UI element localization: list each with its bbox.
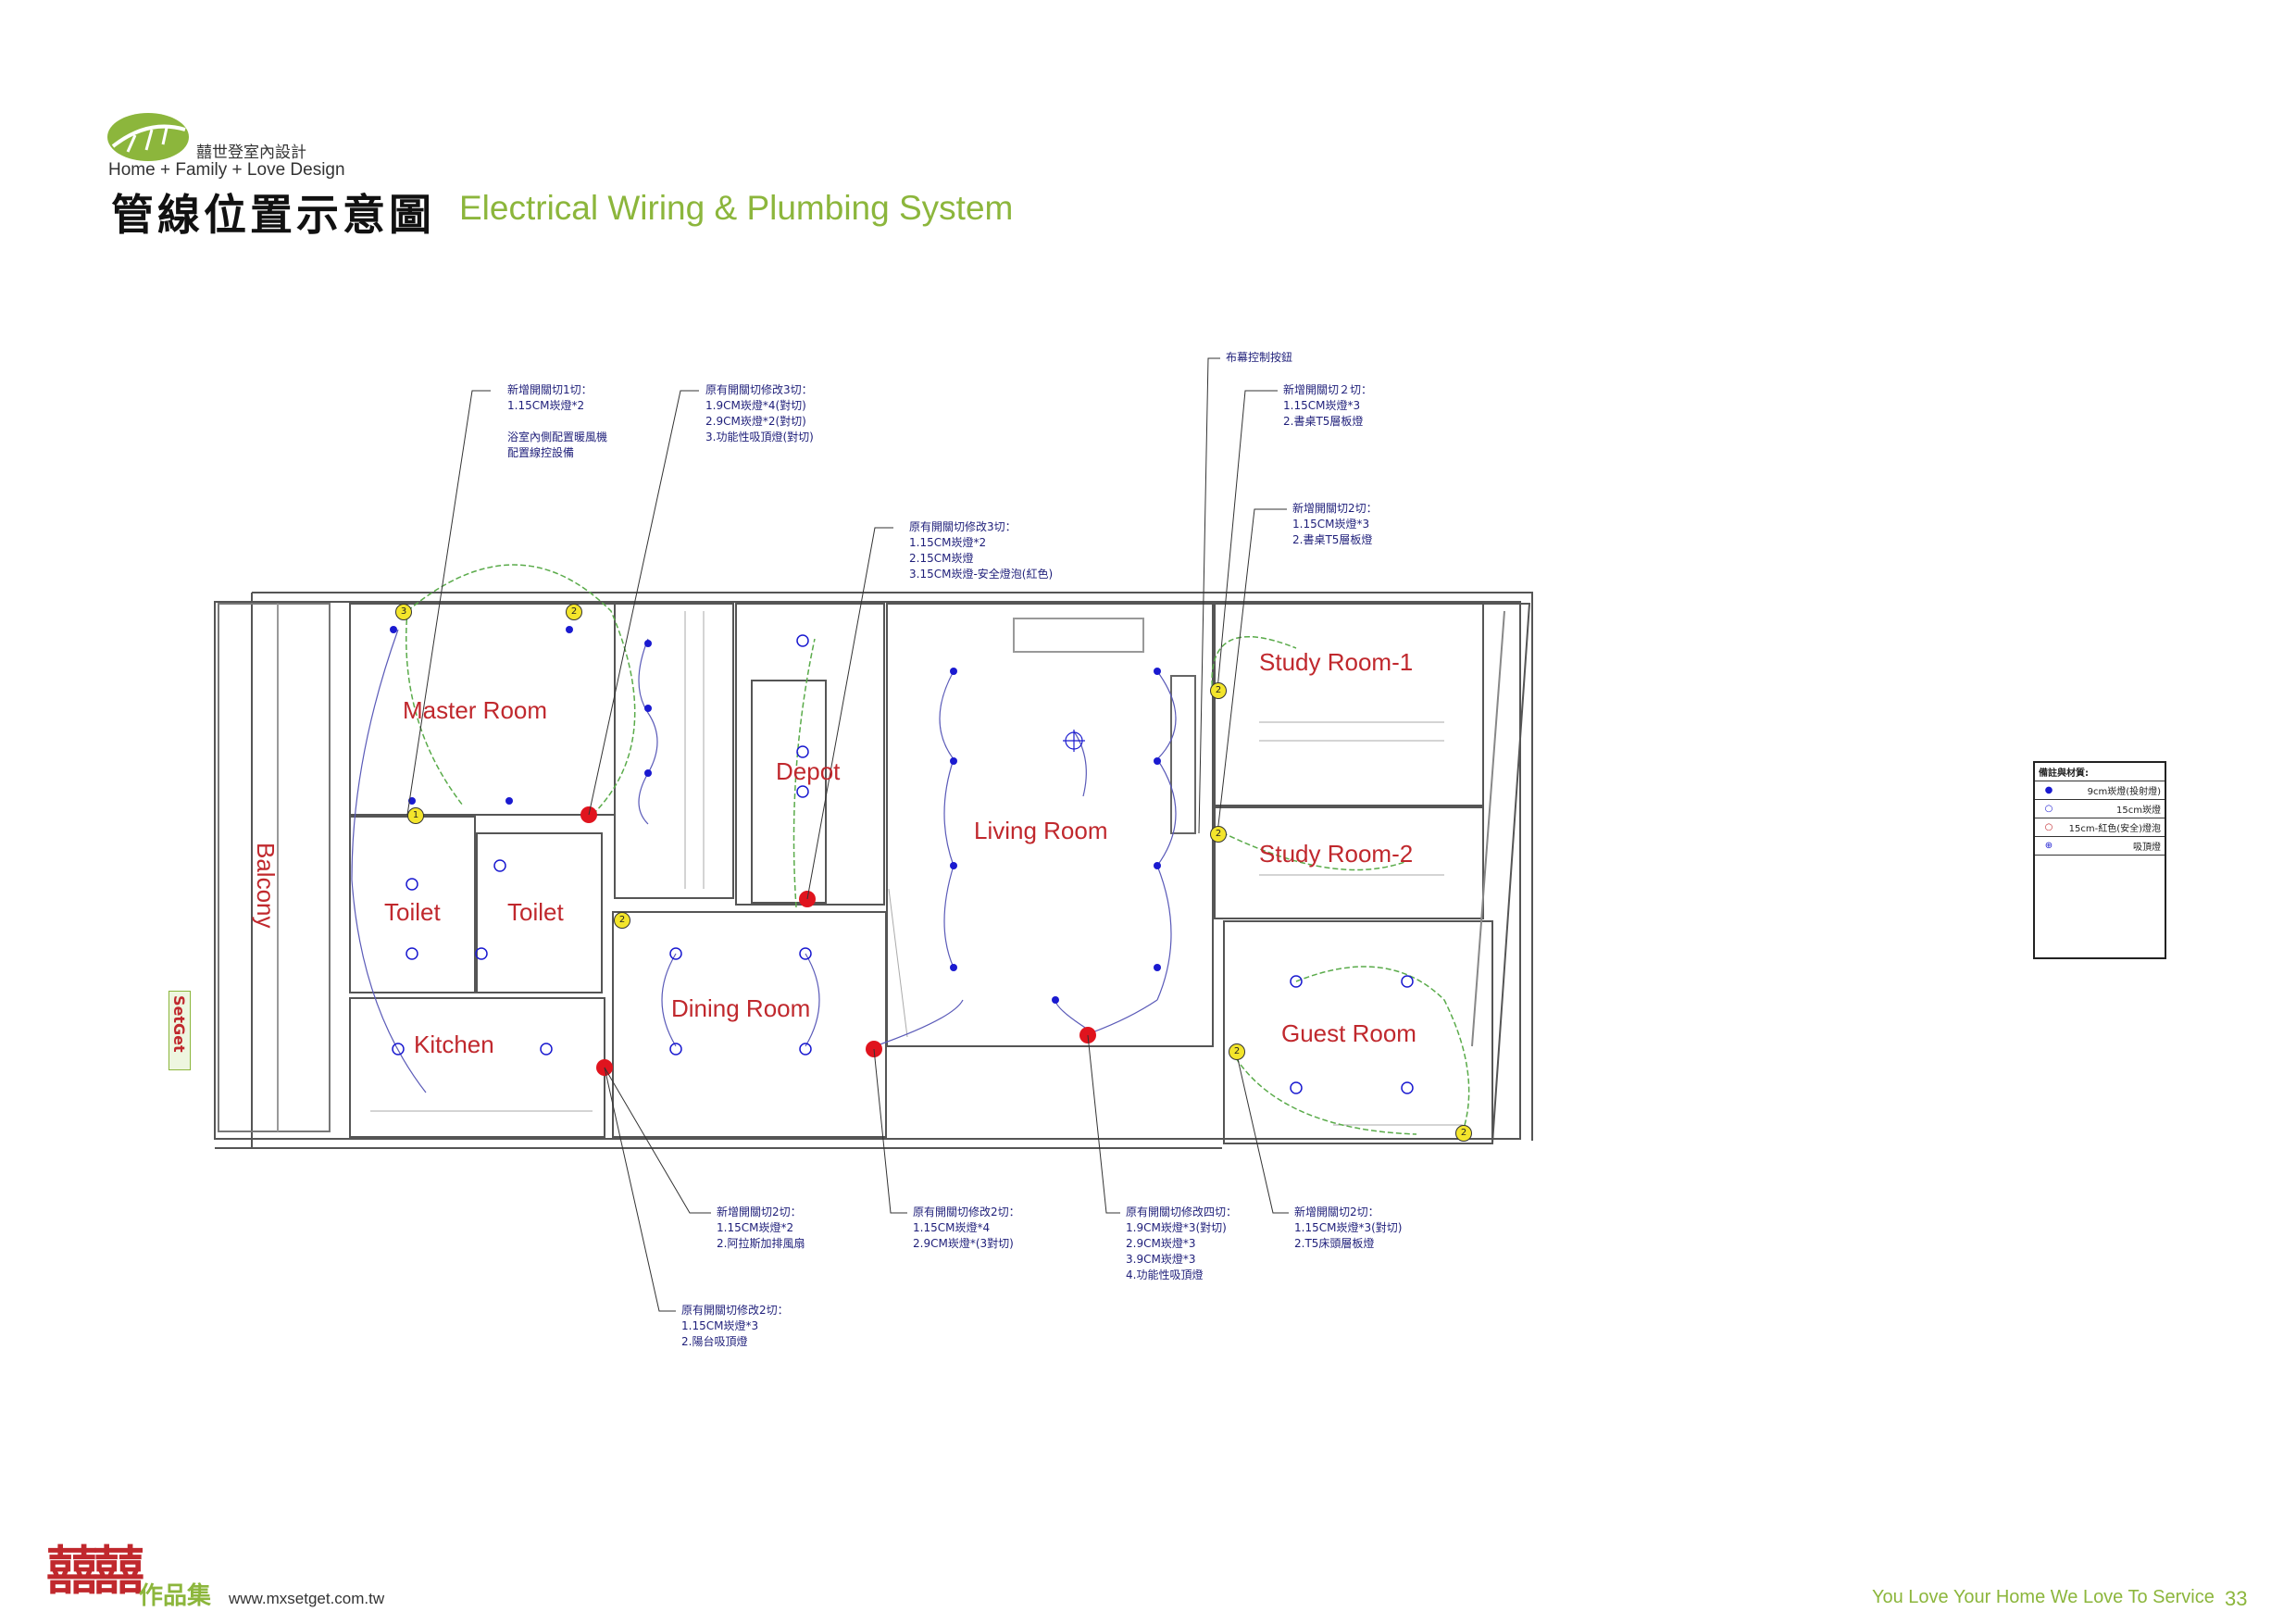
note-master-room-switch: 原有開關切修改3切：1.9CM崁燈*4(對切)2.9CM崁燈*2(對切)3.功能… bbox=[705, 383, 814, 443]
room-label-toilet-2: Toilet bbox=[507, 898, 564, 926]
room-label-balcony: Balcony bbox=[252, 843, 280, 929]
legend-row: ⊕ 吸頂燈 bbox=[2035, 837, 2165, 856]
switch-marker: 2 bbox=[566, 604, 582, 620]
switch-marker: 3 bbox=[395, 604, 412, 620]
downlights bbox=[392, 634, 1414, 1094]
legend-title: 備註與材質: bbox=[2035, 763, 2165, 781]
note-master-bath-switch: 新增開關切1切：1.15CM崁燈*2 浴室內側配置暖風機配置線控設備 bbox=[507, 383, 608, 459]
side-stamp: SetGet bbox=[168, 991, 191, 1070]
company-name: 囍世登室內設計 bbox=[196, 144, 306, 162]
wiring-blue bbox=[351, 629, 1177, 1093]
legend-row: ● 9cm崁燈(投射燈) bbox=[2035, 781, 2165, 800]
room-label-study-room-1: Study Room-1 bbox=[1259, 648, 1414, 676]
room-label-dining-room: Dining Room bbox=[671, 994, 811, 1022]
room-label-depot: Depot bbox=[776, 757, 841, 785]
switch-marker: 2 bbox=[1229, 1043, 1245, 1060]
page-title-en: Electrical Wiring & Plumbing System bbox=[459, 189, 1014, 227]
plan-walls bbox=[214, 592, 1533, 1149]
note-guest-room-switch: 新增開關切2切：1.15CM崁燈*3(對切)2.T5床頭層板燈 bbox=[1294, 1206, 1403, 1250]
red-circle-icon: ○ bbox=[2044, 822, 2053, 832]
note-curtain-button: 布幕控制按鈕 bbox=[1226, 351, 1293, 364]
tagline: Home + Family + Love Design bbox=[108, 160, 345, 180]
room-label-kitchen: Kitchen bbox=[414, 1031, 494, 1058]
page-number: 33 bbox=[2225, 1587, 2248, 1610]
room-label-toilet-1: Toilet bbox=[384, 898, 441, 926]
website-link[interactable]: www.mxsetget.com.tw bbox=[229, 1590, 385, 1607]
room-label-study-room-2: Study Room-2 bbox=[1259, 840, 1414, 868]
room-label-living-room: Living Room bbox=[974, 817, 1108, 844]
brand-mark: 囍囍 bbox=[46, 1541, 144, 1602]
legend-row: ○ 15cm-紅色(安全)燈泡 bbox=[2035, 818, 2165, 837]
filled-dot-icon: ● bbox=[2044, 785, 2053, 795]
legend: 備註與材質: ● 9cm崁燈(投射燈) ○ 15cm崁燈 ○ 15cm-紅色(安… bbox=[2033, 761, 2166, 959]
page-title-zh: 管線位置示意圖 bbox=[111, 190, 435, 240]
legend-row: ○ 15cm崁燈 bbox=[2035, 800, 2165, 818]
ceiling-light-icon bbox=[1063, 730, 1085, 752]
switch-marker: 2 bbox=[1455, 1125, 1472, 1142]
cabinetry bbox=[370, 611, 1463, 1126]
open-circle-icon: ○ bbox=[2044, 804, 2053, 814]
slogan: You Love Your Home We Love To Service bbox=[1872, 1587, 2215, 1607]
switch-marker: 2 bbox=[614, 912, 630, 929]
leader-lines bbox=[406, 357, 1289, 1312]
wiring-green bbox=[406, 564, 1470, 1135]
ceiling-light-icon: ⊕ bbox=[2044, 841, 2053, 851]
room-label-master-room: Master Room bbox=[403, 696, 548, 724]
spotlights bbox=[390, 626, 1161, 1004]
junction-points bbox=[580, 806, 1096, 1076]
switch-marker: 1 bbox=[407, 807, 424, 824]
switch-marker: 2 bbox=[1210, 682, 1227, 699]
leaf-logo-icon bbox=[107, 113, 189, 161]
portfolio-label: 作品集 bbox=[139, 1582, 212, 1610]
room-label-guest-room: Guest Room bbox=[1281, 1019, 1416, 1047]
switch-marker: 2 bbox=[1210, 826, 1227, 843]
